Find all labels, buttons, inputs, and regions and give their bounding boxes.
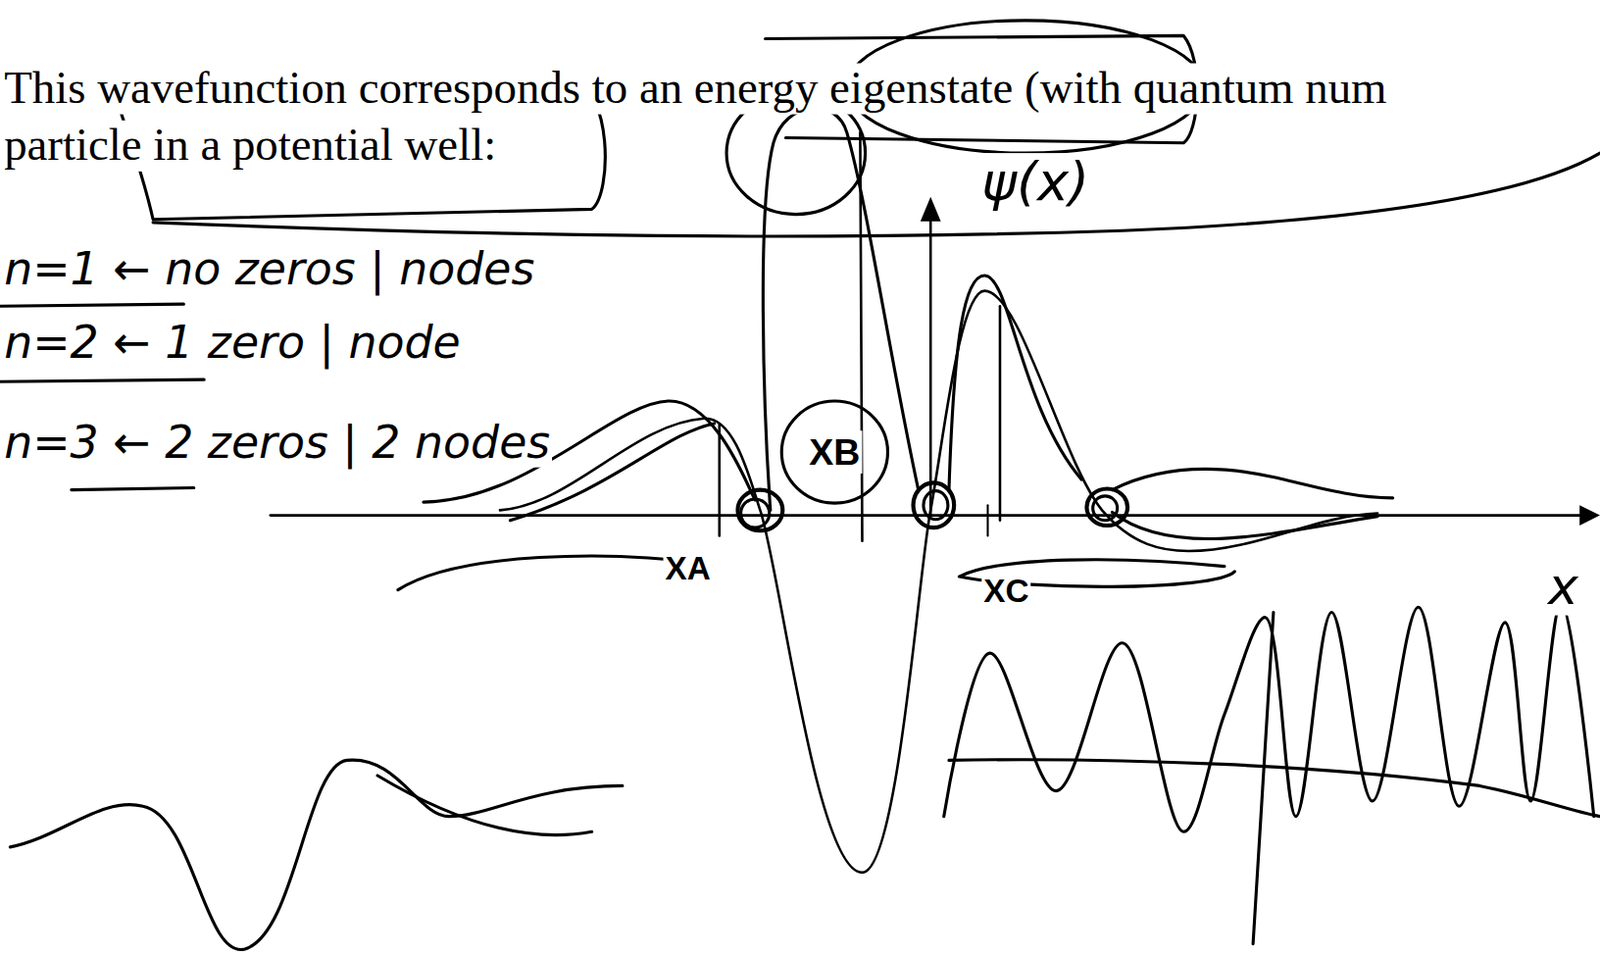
position-tick bbox=[859, 132, 862, 541]
position-tick bbox=[717, 423, 721, 536]
axis-label: x bbox=[1546, 558, 1581, 615]
position-label: XA bbox=[663, 550, 713, 588]
node-circle bbox=[1086, 489, 1128, 526]
hand-overtrace bbox=[949, 275, 1082, 491]
position-tick bbox=[999, 305, 1002, 521]
wavefunction-curve bbox=[500, 291, 1378, 873]
hand-underline bbox=[0, 303, 184, 306]
position-label: XC bbox=[981, 573, 1031, 610]
hand-vertical bbox=[1252, 611, 1274, 944]
x-axis-arrowhead bbox=[1579, 504, 1600, 526]
hand-wave bbox=[9, 759, 622, 950]
position-tick bbox=[986, 504, 989, 536]
handwritten-note: n=3 ← 2 zeros | 2 nodes bbox=[1, 418, 552, 468]
hand-arrow bbox=[398, 555, 704, 590]
hand-overtrace bbox=[1111, 468, 1393, 499]
node-circle bbox=[741, 499, 770, 528]
node-circle bbox=[913, 482, 955, 528]
handwritten-note: n=1 ← no zeros | nodes bbox=[1, 245, 537, 295]
position-label: XB bbox=[806, 430, 862, 474]
handwritten-note: n=2 ← 1 zero | node bbox=[1, 318, 463, 368]
hand-wave bbox=[377, 775, 593, 836]
header-text: particle in a potential well: bbox=[1, 120, 499, 172]
node-circle bbox=[1093, 496, 1118, 521]
hand-underline bbox=[71, 488, 195, 491]
node-circle bbox=[737, 490, 783, 532]
hand-overtrace bbox=[1111, 511, 1378, 539]
header-text: This wavefunction corresponds to an ener… bbox=[1, 63, 1390, 115]
hand-oscillation bbox=[944, 601, 1595, 832]
node-circle bbox=[923, 491, 949, 520]
y-axis bbox=[929, 219, 933, 516]
circled-label: XB bbox=[778, 396, 891, 508]
hand-baseline bbox=[949, 759, 1600, 817]
hand-circle bbox=[781, 400, 888, 503]
hand-loop bbox=[762, 107, 918, 510]
hand-underline bbox=[0, 379, 204, 382]
function-label: ψ(x) bbox=[979, 152, 1092, 212]
y-axis-arrowhead bbox=[920, 197, 942, 222]
